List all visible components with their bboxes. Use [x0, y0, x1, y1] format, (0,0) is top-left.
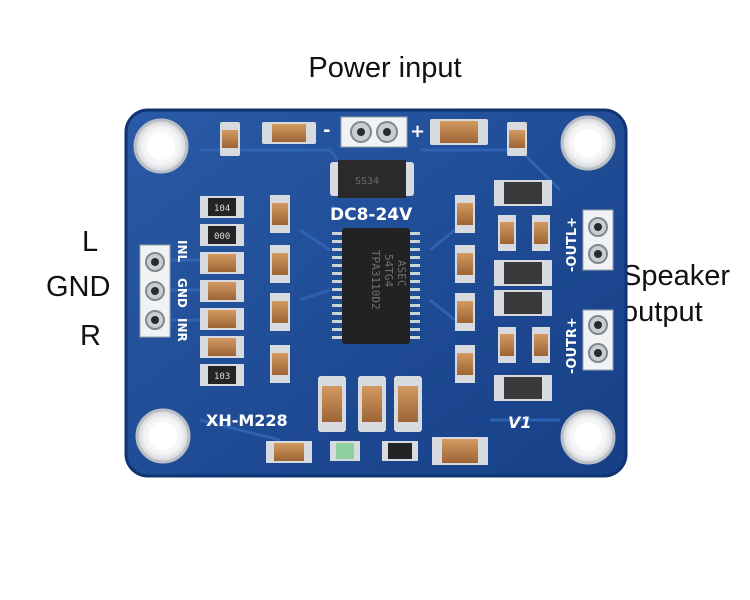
- resistor-code-3: 103: [214, 372, 230, 382]
- speaker-output-label: Speaker output: [622, 258, 730, 330]
- mounting-holes: [133, 115, 616, 465]
- right-capacitor-column: [455, 195, 475, 383]
- resistor-code-2: 000: [214, 232, 230, 242]
- speaker-output-terminals: [582, 209, 614, 371]
- ground-label: GND: [46, 271, 111, 303]
- output-inductors: [494, 180, 552, 401]
- outl-silk: -OUTL+: [565, 217, 580, 272]
- power-plus-silk: +: [410, 121, 425, 142]
- amplifier-chip: [332, 228, 420, 344]
- diode-marking: SS34: [355, 176, 379, 187]
- resistor-code-1: 104: [214, 204, 230, 214]
- version-silk: V1: [508, 413, 532, 432]
- diode-ss34: [330, 160, 414, 198]
- speaker-label-line2: output: [622, 296, 703, 328]
- inl-silk: INL: [175, 240, 189, 263]
- power-input-pads: [340, 116, 408, 148]
- right-channel-label: R: [80, 320, 101, 352]
- gnd-silk: GND: [175, 278, 189, 308]
- chip-marking-line2: 54TG4: [382, 254, 395, 287]
- power-input-label: Power input: [308, 52, 462, 84]
- outr-silk: -OUTR+: [565, 317, 580, 374]
- left-resistor-column: [200, 196, 244, 386]
- bottom-capacitors: [266, 376, 488, 465]
- power-minus-silk: -: [323, 120, 330, 141]
- speaker-label-line1: Speaker: [622, 260, 731, 292]
- left-capacitor-column: [270, 195, 290, 383]
- audio-input-header: [139, 244, 171, 338]
- model-silk: XH-M228: [206, 411, 288, 430]
- voltage-silk: DC8-24V: [330, 205, 413, 225]
- top-capacitors: [220, 119, 527, 156]
- chip-marking-line3: ASEC: [395, 260, 408, 287]
- inr-silk: INR: [175, 318, 189, 342]
- chip-marking-line1: TPA3110D2: [369, 250, 382, 310]
- left-channel-label: L: [82, 226, 99, 258]
